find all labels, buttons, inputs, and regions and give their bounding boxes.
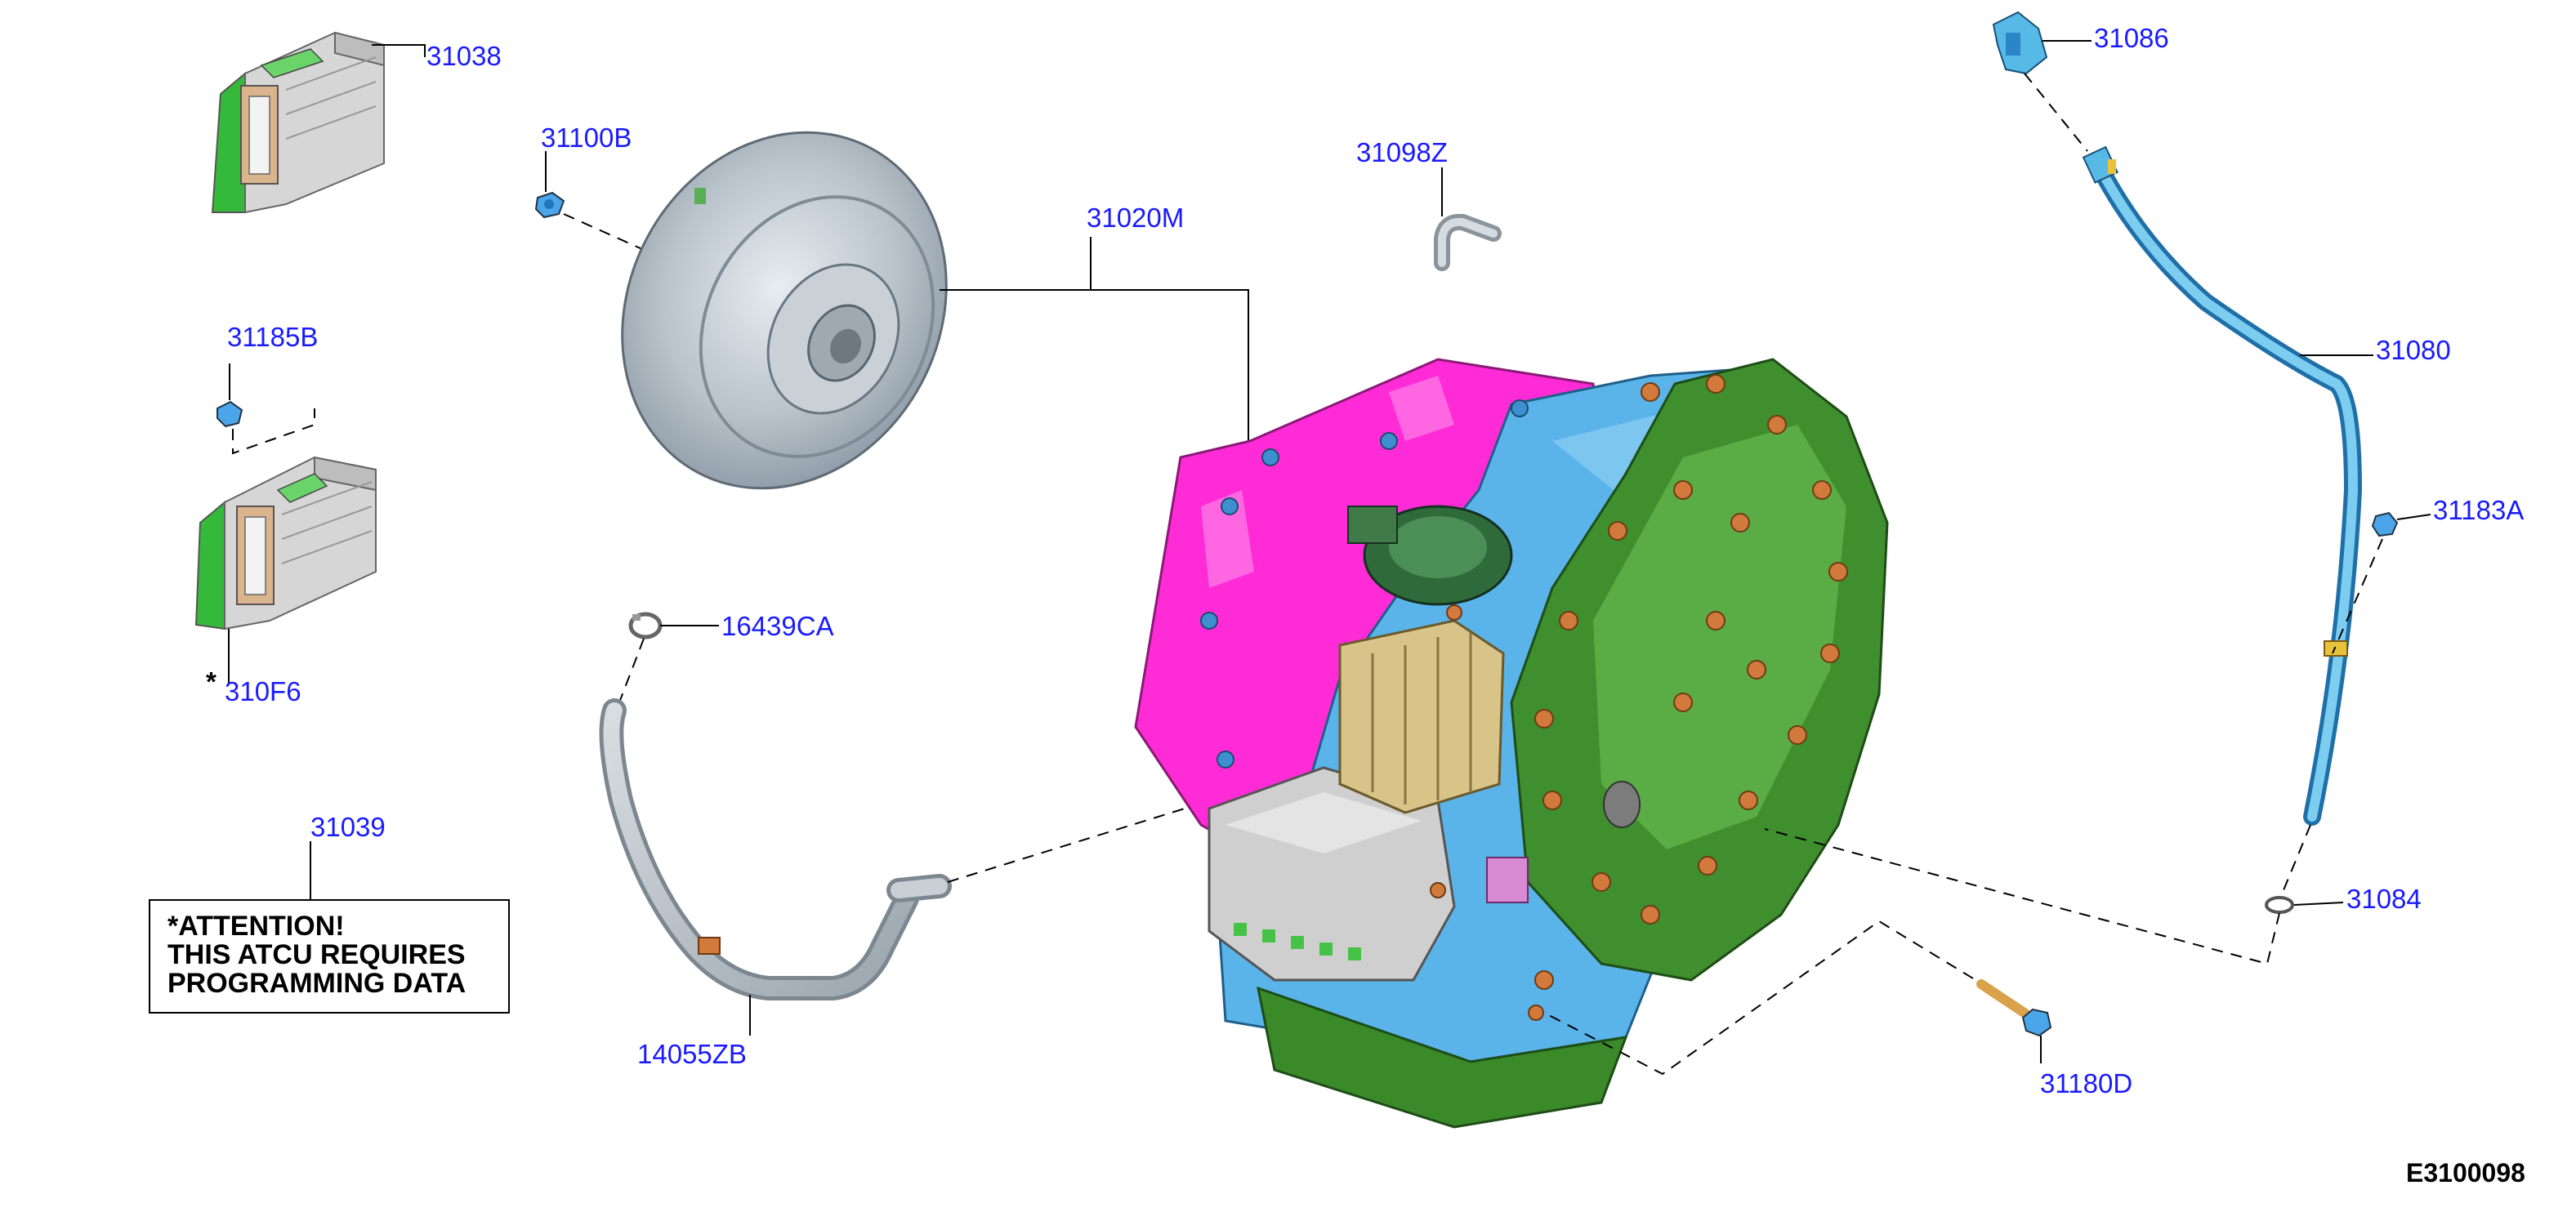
atcu-module-310f6[interactable]: [194, 456, 377, 631]
dash-31185b: [232, 408, 315, 455]
attention-note-box: *ATTENTION! THIS ATCU REQUIRES PROGRAMMI…: [149, 899, 510, 1014]
o-ring-31084[interactable]: [2265, 896, 2294, 914]
leader-31038: [372, 44, 426, 57]
dipstick-tube-31080[interactable]: [2082, 145, 2363, 826]
dash-31180d: [1543, 920, 1974, 1076]
callout-31100b[interactable]: 31100B: [541, 123, 632, 153]
dash-31086: [2024, 73, 2088, 152]
dash-14055zb: [947, 808, 1185, 883]
callout-31084[interactable]: 31084: [2346, 884, 2422, 914]
leader-31183a: [2396, 514, 2431, 520]
bolt-31180d[interactable]: [1976, 979, 2052, 1037]
oil-hose-14055zb[interactable]: [599, 698, 952, 1000]
hose-clamp-16439ca[interactable]: [628, 612, 663, 639]
bolt-31183a[interactable]: [2371, 511, 2399, 537]
callout-14055zb[interactable]: 14055ZB: [637, 1039, 747, 1069]
callout-310f6[interactable]: 310F6: [225, 676, 301, 706]
callout-31185b[interactable]: 31185B: [227, 322, 318, 352]
hose-31098z[interactable]: [1434, 213, 1502, 271]
dash-31084-a: [2283, 824, 2311, 891]
transaxle-assembly[interactable]: [1134, 358, 1889, 1129]
figure-code: E3100098: [2406, 1158, 2525, 1187]
callout-16439ca[interactable]: 16439CA: [721, 611, 834, 641]
dash-31183a: [2332, 538, 2383, 654]
callout-31098z[interactable]: 31098Z: [1356, 137, 1448, 167]
atcu-module-31038[interactable]: [211, 31, 385, 214]
dipstick-cap-31086[interactable]: [1992, 11, 2048, 75]
attention-line-3: PROGRAMMING DATA: [167, 968, 466, 999]
attention-line-2: THIS ATCU REQUIRES: [167, 939, 466, 970]
dash-31084-b: [1764, 828, 2280, 965]
callout-31086[interactable]: 31086: [2094, 23, 2169, 53]
dash-16439ca: [618, 638, 645, 703]
bolt-31100b[interactable]: [534, 191, 565, 219]
leader-31084: [2293, 902, 2344, 906]
leader-31020m: [940, 237, 1249, 441]
callout-31183a[interactable]: 31183A: [2433, 495, 2524, 525]
callout-31038[interactable]: 31038: [426, 41, 502, 71]
callout-31020m[interactable]: 31020M: [1087, 203, 1184, 233]
callout-31080[interactable]: 31080: [2376, 335, 2451, 365]
callout-31039[interactable]: 31039: [310, 812, 386, 842]
torque-converter[interactable]: [561, 75, 1008, 546]
clip-31185b[interactable]: [217, 400, 243, 428]
attention-line-1: *ATTENTION!: [167, 911, 345, 942]
callout-31180d[interactable]: 31180D: [2040, 1068, 2132, 1098]
asterisk-mark: *: [206, 666, 217, 697]
